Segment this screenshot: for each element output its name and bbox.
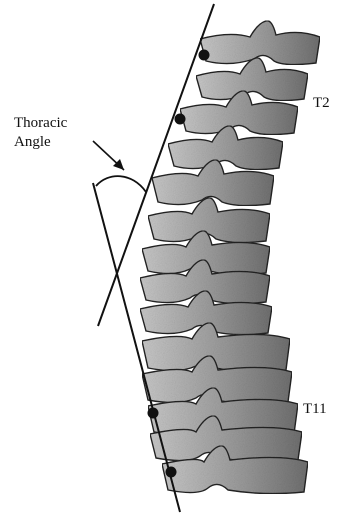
thoracic-angle-label-line2: Angle <box>14 134 51 150</box>
level-label-t2: T2 <box>313 95 330 111</box>
thoracic-angle-label-line1: Thoracic <box>14 115 68 131</box>
level-label-t11: T11 <box>303 401 327 417</box>
landmark-dot <box>148 408 159 419</box>
thoracic-angle-arc <box>96 176 146 192</box>
landmark-dot <box>199 50 210 61</box>
vertebrae-column <box>140 21 320 494</box>
landmark-dot <box>175 114 186 125</box>
landmark-dot <box>166 467 177 478</box>
